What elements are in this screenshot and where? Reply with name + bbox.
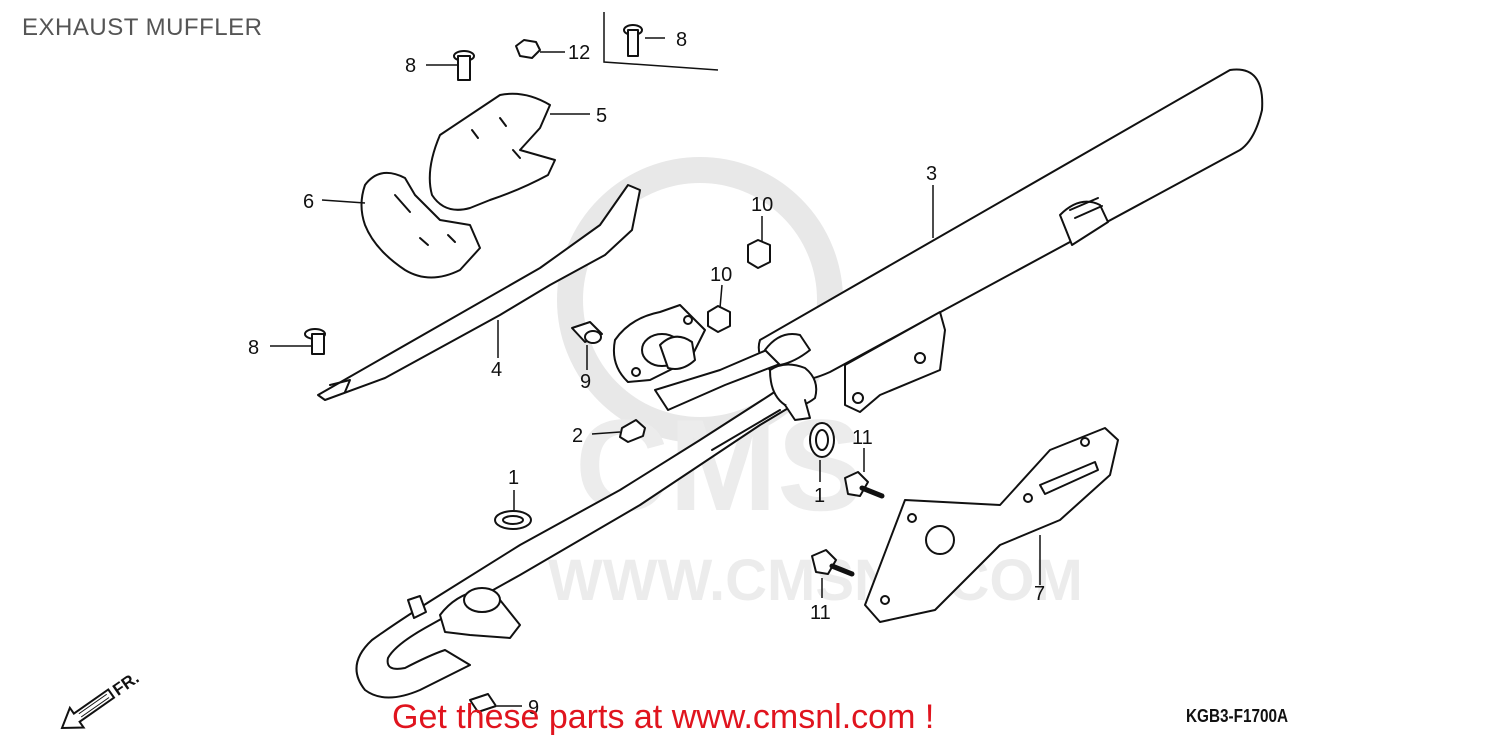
part-6-protector[interactable] [360,171,481,279]
pipe-sensor-boss [407,595,427,619]
flange-gasket-boss [659,335,696,370]
callout-7: 7 [1034,583,1045,605]
callout-8-left: 8 [248,337,259,359]
part-10-nut-b[interactable] [707,305,731,333]
callout-8-right: 8 [676,29,687,51]
part-12-nut[interactable] [515,39,541,59]
part-11-bolt-a[interactable] [844,471,885,499]
callout-10-lower: 10 [710,264,732,286]
callout-9-lower: 9 [528,697,539,719]
bracket-hole [925,525,955,555]
part-7-bracket[interactable] [864,427,1119,623]
part-2-rubber[interactable] [619,419,646,443]
direction-label: FR. [109,668,142,699]
upper-pipe-clamp [764,333,811,366]
pipe-collar [769,363,818,408]
bracket-slot [1039,461,1099,495]
callout-2: 2 [572,425,583,447]
part-5-protector[interactable] [428,92,556,211]
part-11-bolt-b[interactable] [811,549,855,577]
leader-lines [270,12,1041,707]
callout-9-upper: 9 [580,371,591,393]
callout-11-upper: 11 [852,427,873,449]
callout-8-upper: 8 [405,55,416,77]
callout-5: 5 [596,105,607,127]
callout-11-lower: 11 [810,602,831,624]
callout-12: 12 [568,42,590,64]
part-8-bolt-c[interactable] [304,328,326,355]
part-4-bracket[interactable] [317,184,641,401]
callout-4: 4 [491,359,502,381]
part-exhaust-pipe[interactable] [355,374,806,699]
diagram-code: KGB3-F1700A [1186,706,1289,726]
part-9-bolt-a[interactable] [571,321,603,344]
callout-10-upper: 10 [751,194,773,216]
diagram-title: EXHAUST MUFFLER [22,14,263,41]
part-muffler[interactable] [757,68,1264,382]
callout-3: 3 [926,163,937,185]
callout-1-left: 1 [508,467,519,489]
pipe-collar-tab [784,399,811,421]
callout-1-right: 1 [814,485,825,507]
cmsnl-link[interactable]: Get these parts at www.cmsnl.com ! [392,698,935,736]
callout-6: 6 [303,191,314,213]
front-direction-arrow: FR. [60,668,143,730]
part-9-bolt-b[interactable] [469,693,497,713]
part-8-bolt-b[interactable] [623,24,643,57]
muffler-mount-bracket [844,311,946,413]
part-10-nut-a[interactable] [747,239,771,269]
part-8-bolt-a[interactable] [453,50,475,81]
